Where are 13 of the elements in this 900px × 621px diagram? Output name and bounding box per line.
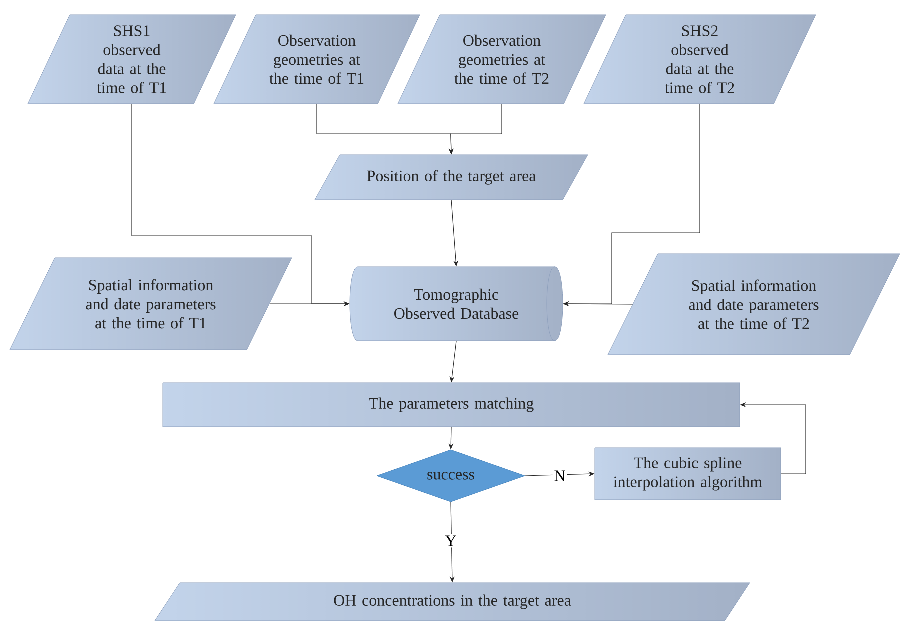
data-parallelogram: OH concentrations in the target area bbox=[154, 582, 750, 621]
data-parallelogram: Position of the target area bbox=[314, 154, 588, 200]
data-parallelogram: Observation geometries at the time of T2 bbox=[398, 14, 606, 104]
data-parallelogram: SHS1 observed data at the time of T1 bbox=[28, 14, 236, 104]
database-cylinder: Tomographic Observed Database bbox=[350, 266, 564, 342]
data-parallelogram: Spatial information and date parameters at the time of T2 bbox=[608, 254, 900, 356]
edge-label: N bbox=[552, 469, 568, 483]
data-parallelogram: Observation geometries at the time of T1 bbox=[214, 14, 420, 104]
data-parallelogram: Spatial information and date parameters at the time of T1 bbox=[10, 258, 292, 350]
process-box: The parameters matching bbox=[162, 382, 740, 428]
edge-label: Y bbox=[444, 534, 458, 548]
process-box: The cubic spline interpolation algorithm bbox=[594, 448, 782, 500]
data-parallelogram: SHS2 observed data at the time of T2 bbox=[584, 14, 816, 104]
